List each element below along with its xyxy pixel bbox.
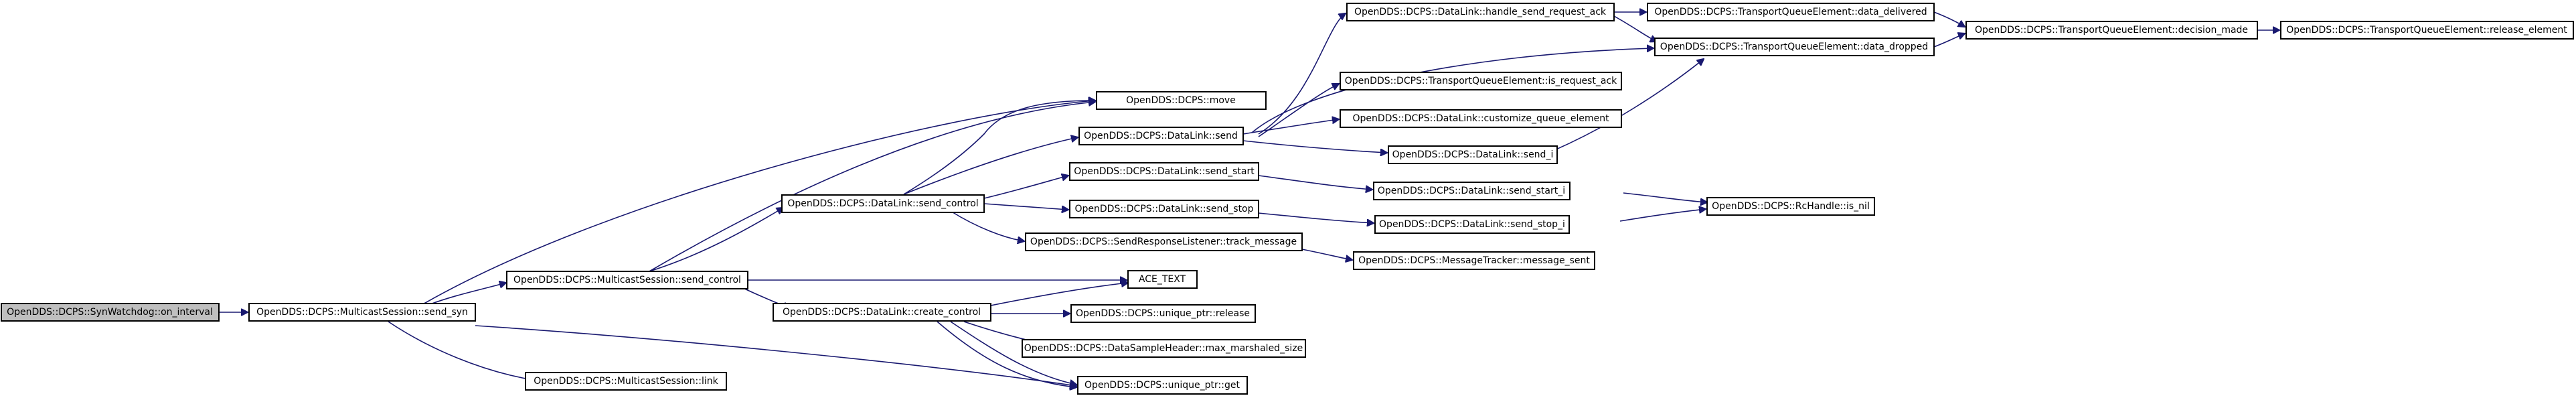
node-unique_ptr-release[interactable]: OpenDDS::DCPS::unique_ptr::release <box>1070 304 1256 323</box>
node-label: OpenDDS::DCPS::DataLink::send_i <box>1392 149 1554 160</box>
edge-handle_send_request_ack-data_dropped <box>1613 15 1657 42</box>
node-data_delivered[interactable]: OpenDDS::DCPS::TransportQueueElement::da… <box>1647 3 1935 21</box>
node-decision_made[interactable]: OpenDDS::DCPS::TransportQueueElement::de… <box>1965 21 2258 40</box>
edge-send_stop-send_stop_i <box>1258 212 1374 223</box>
node-message_sent[interactable]: OpenDDS::DCPS::MessageTracker::message_s… <box>1353 251 1595 270</box>
node-is_nil[interactable]: OpenDDS::DCPS::RcHandle::is_nil <box>1706 197 1875 216</box>
edge-send-handle_send_request_ack <box>1258 13 1346 135</box>
edge-send_syn-get <box>475 325 1076 386</box>
nodes: OpenDDS::DCPS::SynWatchdog::on_interval … <box>1 3 2574 395</box>
node-label: OpenDDS::DCPS::TransportQueueElement::da… <box>1654 7 1927 17</box>
node-is_request_ack[interactable]: OpenDDS::DCPS::TransportQueueElement::is… <box>1340 72 1622 90</box>
edge-dl_send_control-send <box>903 137 1078 195</box>
edge-create_control-get <box>950 321 1076 385</box>
node-label: OpenDDS::DCPS::DataLink::create_control <box>783 307 981 318</box>
edge-track_message-message_sent <box>1301 249 1352 260</box>
node-label: OpenDDS::DCPS::DataLink::send_control <box>787 198 978 209</box>
node-label: OpenDDS::DCPS::DataLink::send <box>1084 131 1238 141</box>
edge-send_start-send_start_i <box>1258 175 1372 190</box>
node-label: OpenDDS::DCPS::DataLink::customize_queue… <box>1352 113 1609 124</box>
node-label: OpenDDS::DCPS::DataLink::send_start_i <box>1378 186 1565 196</box>
edge-dl_send_control-send_stop <box>983 203 1068 210</box>
edge-dl_send_control-track_message <box>950 210 1024 241</box>
node-label: OpenDDS::DCPS::unique_ptr::release <box>1076 308 1250 319</box>
node-release_element[interactable]: OpenDDS::DCPS::TransportQueueElement::re… <box>2280 21 2574 40</box>
node-label: OpenDDS::DCPS::TransportQueueElement::re… <box>2286 25 2567 36</box>
edge-data_delivered-decision_made <box>1933 11 1965 27</box>
edge-send_control-move <box>649 102 1095 272</box>
node-label: OpenDDS::DCPS::TransportQueueElement::is… <box>1345 76 1617 86</box>
edge-send-send_i <box>1242 140 1387 153</box>
edge-dl_send_control-move <box>903 101 1095 195</box>
node-label: OpenDDS::DCPS::MessageTracker::message_s… <box>1358 255 1590 266</box>
edges <box>219 12 2279 387</box>
node-send_control[interactable]: OpenDDS::DCPS::MulticastSession::send_co… <box>506 271 748 289</box>
node-send_stop_i[interactable]: OpenDDS::DCPS::DataLink::send_stop_i <box>1374 215 1570 234</box>
edge-send_start_i-is_nil <box>1623 192 1707 202</box>
node-label: OpenDDS::DCPS::DataLink::handle_send_req… <box>1354 7 1607 17</box>
node-ace_text[interactable]: ACE_TEXT <box>1127 270 1198 289</box>
node-label: OpenDDS::DCPS::unique_ptr::get <box>1084 380 1240 391</box>
edge-data_dropped-decision_made <box>1933 34 1965 48</box>
node-max_marshaled_size[interactable]: OpenDDS::DCPS::DataSampleHeader::max_mar… <box>1022 339 1306 358</box>
node-label: OpenDDS::DCPS::MulticastSession::link <box>534 376 718 387</box>
node-link[interactable]: OpenDDS::DCPS::MulticastSession::link <box>525 372 727 391</box>
edge-send_syn-send_control <box>428 283 506 306</box>
edge-send-customize_queue_element <box>1242 119 1339 135</box>
node-label: OpenDDS::DCPS::TransportQueueElement::da… <box>1660 42 1928 52</box>
node-label: OpenDDS::DCPS::DataSampleHeader::max_mar… <box>1024 343 1303 354</box>
node-label: OpenDDS::DCPS::DataLink::send_start <box>1074 166 1255 177</box>
edge-dl_send_control-send_start <box>983 176 1068 199</box>
node-send_start_i[interactable]: OpenDDS::DCPS::DataLink::send_start_i <box>1373 182 1571 200</box>
node-send_syn[interactable]: OpenDDS::DCPS::MulticastSession::send_sy… <box>248 303 476 322</box>
node-on_interval[interactable]: OpenDDS::DCPS::SynWatchdog::on_interval <box>1 303 220 322</box>
node-data_dropped[interactable]: OpenDDS::DCPS::TransportQueueElement::da… <box>1654 38 1935 56</box>
node-handle_send_request_ack[interactable]: OpenDDS::DCPS::DataLink::handle_send_req… <box>1346 3 1615 21</box>
edge-send_stop_i-is_nil <box>1619 209 1706 222</box>
edge-send-is_request_ack <box>1258 84 1339 137</box>
edge-send_syn-link <box>388 321 537 381</box>
node-send[interactable]: OpenDDS::DCPS::DataLink::send <box>1078 127 1244 145</box>
node-label: OpenDDS::DCPS::RcHandle::is_nil <box>1712 201 1870 212</box>
node-send_stop[interactable]: OpenDDS::DCPS::DataLink::send_stop <box>1069 200 1259 218</box>
node-label: OpenDDS::DCPS::SendResponseListener::tra… <box>1030 237 1297 247</box>
node-customize_queue_element[interactable]: OpenDDS::DCPS::DataLink::customize_queue… <box>1340 109 1622 128</box>
node-dl-send_control[interactable]: OpenDDS::DCPS::DataLink::send_control <box>781 194 985 213</box>
node-label: ACE_TEXT <box>1139 274 1186 285</box>
node-move[interactable]: OpenDDS::DCPS::move <box>1096 91 1267 110</box>
node-send_start[interactable]: OpenDDS::DCPS::DataLink::send_start <box>1069 162 1259 181</box>
node-unique_ptr-get[interactable]: OpenDDS::DCPS::unique_ptr::get <box>1077 376 1248 395</box>
node-label: OpenDDS::DCPS::DataLink::send_stop_i <box>1379 219 1565 230</box>
edge-create_control-ace_text <box>990 283 1128 306</box>
node-track_message[interactable]: OpenDDS::DCPS::SendResponseListener::tra… <box>1025 232 1303 251</box>
node-label: OpenDDS::DCPS::DataLink::send_stop <box>1074 204 1253 214</box>
edge-send_control-send_control <box>649 208 783 272</box>
node-send_i[interactable]: OpenDDS::DCPS::DataLink::send_i <box>1388 145 1558 164</box>
node-label: OpenDDS::DCPS::MulticastSession::send_sy… <box>256 307 468 318</box>
node-label: OpenDDS::DCPS::move <box>1126 95 1236 106</box>
node-label: OpenDDS::DCPS::MulticastSession::send_co… <box>513 275 741 285</box>
node-label: OpenDDS::DCPS::SynWatchdog::on_interval <box>7 307 213 318</box>
node-create_control[interactable]: OpenDDS::DCPS::DataLink::create_control <box>773 303 991 322</box>
edge-send_i-data_dropped <box>1552 59 1704 151</box>
edge-create_control-get2 <box>937 321 1076 387</box>
node-label: OpenDDS::DCPS::TransportQueueElement::de… <box>1975 25 2248 36</box>
